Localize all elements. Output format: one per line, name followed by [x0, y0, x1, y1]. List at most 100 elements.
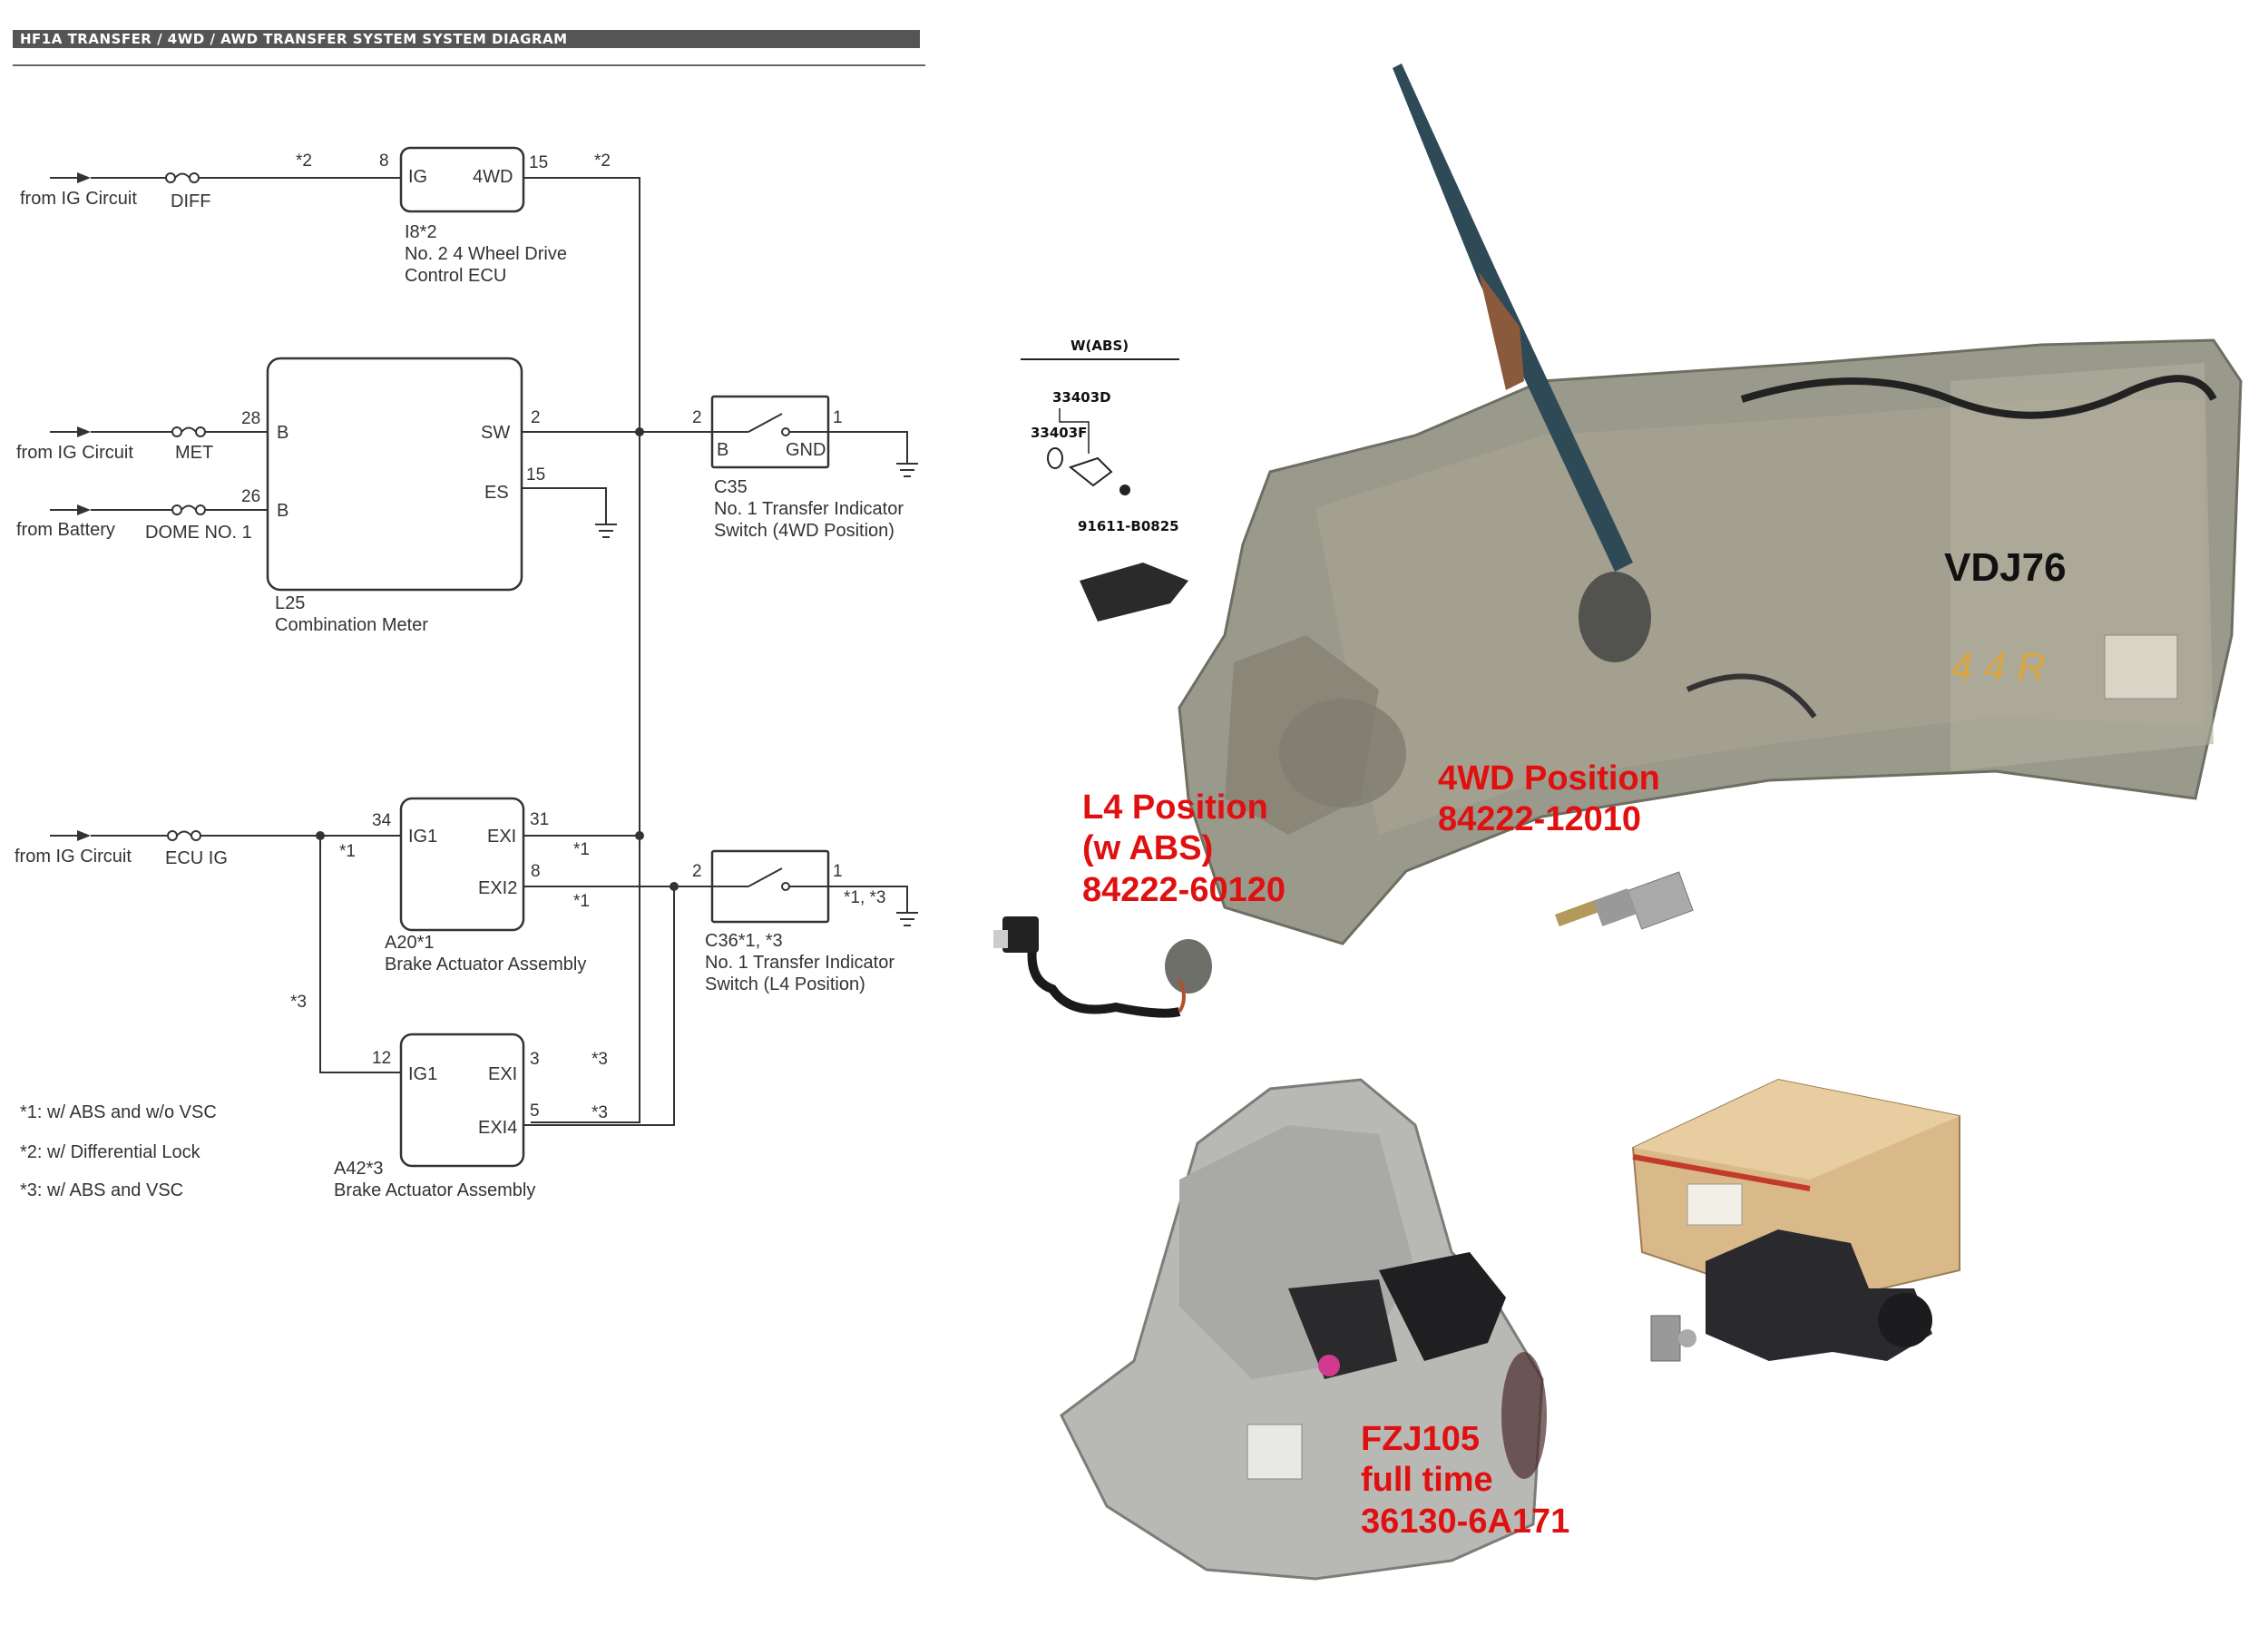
l4-abs-label: (w ABS) — [1082, 829, 1213, 867]
transmission-photo: VDJ76 4 4 R — [1178, 64, 2243, 945]
bus-wire — [523, 177, 640, 1123]
terminal-label: SW — [481, 423, 510, 443]
component-id: I8*2 — [405, 222, 437, 242]
footnote: *3: w/ ABS and VSC — [20, 1180, 183, 1200]
pin-number: 26 — [241, 487, 260, 506]
inset-title: W(ABS) — [1070, 338, 1129, 354]
4wd-switch-photo — [1554, 871, 1694, 930]
fulltime-label: full time — [1361, 1461, 1493, 1499]
row-diff: from IG Circuit DIFF *2 8 — [20, 152, 401, 211]
footnote: *2: w/ Differential Lock — [20, 1142, 201, 1162]
l4-part-number: 84222-60120 — [1082, 871, 1286, 909]
row-met: from IG Circuit MET 28 B — [16, 409, 288, 463]
pin-number: 8 — [531, 862, 541, 881]
brake-actuator-a20-box — [399, 797, 525, 932]
note: *1 — [573, 892, 590, 911]
component-id: C36*1, *3 — [705, 931, 783, 951]
component-name: No. 1 Transfer Indicator — [714, 499, 904, 519]
source-label: from IG Circuit — [16, 443, 133, 463]
actuator-box-photo — [1631, 1078, 1960, 1362]
pin-number: 12 — [372, 1049, 391, 1068]
note: *3 — [290, 993, 307, 1012]
component-name: No. 1 Transfer Indicator — [705, 953, 894, 973]
pin-number: 5 — [530, 1102, 540, 1121]
model-label: VDJ76 — [1944, 545, 2067, 590]
fzj105-transfer-photo — [1060, 1078, 1547, 1581]
terminal-label: ES — [484, 483, 509, 503]
part-number: 91611-B0825 — [1078, 518, 1179, 534]
pin-number: 2 — [692, 862, 702, 881]
component-name: No. 2 4 Wheel Drive — [405, 244, 567, 264]
l4-switch-photo — [993, 916, 1212, 1018]
source-label: from Battery — [16, 520, 115, 540]
4wd-part-number: 84222-12010 — [1438, 800, 1641, 838]
terminal-label: EXI2 — [478, 878, 517, 898]
component-name: Control ECU — [405, 266, 506, 286]
diagram-title: HF1A TRANSFER / 4WD / AWD TRANSFER SYSTE… — [20, 31, 568, 47]
note: *3 — [591, 1050, 608, 1069]
switch-icon — [748, 413, 783, 433]
4wd-position-label: 4WD Position — [1438, 759, 1660, 798]
system-wiring-diagram: HF1A TRANSFER / 4WD / AWD TRANSFER SYSTE… — [0, 0, 939, 1200]
ground-icon — [595, 524, 617, 538]
pin-number: 1 — [833, 862, 843, 881]
fuse-label: MET — [175, 443, 213, 463]
note: *1 — [573, 840, 590, 859]
note: *3 — [591, 1103, 608, 1122]
fuse-label: DIFF — [171, 191, 210, 211]
ground-icon — [896, 463, 918, 477]
component-id: A42*3 — [334, 1159, 384, 1179]
header-bar — [13, 30, 920, 48]
terminal-label: IG1 — [408, 827, 437, 847]
pin-number: 15 — [526, 465, 545, 485]
component-name: Combination Meter — [275, 615, 428, 635]
footnote: *1: w/ ABS and w/o VSC — [20, 1102, 217, 1122]
fzj105-label: FZJ105 — [1361, 1420, 1480, 1458]
component-id: L25 — [275, 593, 305, 613]
terminal-label: IG — [408, 167, 427, 187]
terminal-label: B — [277, 501, 288, 521]
terminal-label: EXI — [488, 1064, 517, 1084]
terminal-label: B — [717, 440, 728, 460]
pin-number: 15 — [529, 153, 548, 172]
switch-icon — [748, 867, 783, 887]
terminal-label: EXI — [487, 827, 516, 847]
ecu-4wd-box — [399, 146, 525, 213]
terminal-label: IG1 — [408, 1064, 437, 1084]
source-label: from IG Circuit — [20, 189, 137, 209]
connector-cap-photo — [1080, 563, 1188, 622]
terminal-label: 4WD — [473, 167, 513, 187]
component-name: Switch (L4 Position) — [705, 974, 865, 994]
part-number: 33403F — [1031, 425, 1087, 441]
pin-number: 2 — [531, 408, 541, 427]
pin-number: 2 — [692, 408, 702, 427]
row-dome: from Battery DOME NO. 1 26 B — [16, 487, 288, 543]
pin-number: 31 — [530, 810, 549, 829]
fuse-label: DOME NO. 1 — [145, 523, 252, 543]
combination-meter-box — [266, 357, 523, 592]
component-id: C35 — [714, 477, 748, 497]
brake-actuator-a42-box — [399, 1033, 525, 1168]
part-number: 33403D — [1052, 389, 1111, 406]
fzj105-part-number: 36130-6A171 — [1361, 1503, 1569, 1541]
row-ecuig: from IG Circuit ECU IG *1 34 — [15, 811, 401, 868]
terminal-label: GND — [786, 440, 826, 460]
pin-number: 34 — [372, 811, 392, 830]
terminal-label: B — [277, 423, 288, 443]
note: *1 — [339, 842, 356, 861]
component-name: Switch (4WD Position) — [714, 521, 894, 541]
note: *2 — [594, 152, 611, 171]
terminal-label: EXI4 — [478, 1118, 517, 1138]
component-name: Brake Actuator Assembly — [334, 1180, 535, 1200]
component-id: A20*1 — [385, 933, 435, 953]
parts-catalog-inset: W(ABS) 33403D 33403F 91611-B0825 — [1021, 336, 1184, 535]
handwritten-mark: 4 4 R — [1950, 645, 2046, 690]
pin-number: 1 — [833, 408, 843, 427]
fuse-label: ECU IG — [165, 848, 228, 868]
note: *2 — [296, 152, 312, 171]
ground-icon — [896, 912, 918, 926]
source-label: from IG Circuit — [15, 847, 132, 867]
note: *1, *3 — [844, 888, 885, 907]
pin-number: 8 — [379, 152, 389, 171]
parts-photo-collage: VDJ76 4 4 R W(ABS) 33403D 33403F 91611-B… — [993, 64, 2243, 1581]
